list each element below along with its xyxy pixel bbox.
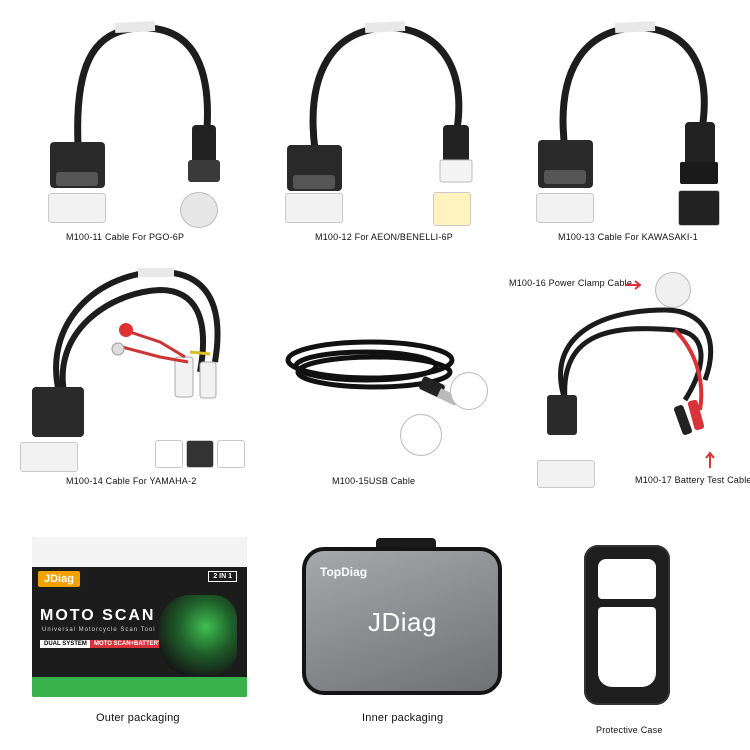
usb-a-thumb xyxy=(400,414,442,456)
mini-usb-thumb xyxy=(450,372,488,410)
cable-label: M100-15USB Cable xyxy=(332,476,416,486)
protective-case: Protective Case xyxy=(560,525,700,740)
box-top-strip xyxy=(32,537,247,567)
box-motorcycle-image xyxy=(159,595,237,675)
outer-packaging: JDiag 2 IN 1 MOTO SCAN Universal Motorcy… xyxy=(22,525,257,735)
packaging-label: Protective Case xyxy=(596,725,663,735)
cable-m100-12: M100-12 For AEON/BENELLI-6P xyxy=(265,10,485,245)
db15-connector-thumb xyxy=(537,460,595,488)
usb-cable-image xyxy=(285,339,460,406)
yamaha-connector-thumb-1 xyxy=(155,440,183,468)
bag-brand-top: TopDiag xyxy=(320,565,368,579)
outer-box: JDiag 2 IN 1 MOTO SCAN Universal Motorcy… xyxy=(32,537,247,697)
cable-m100-14: M100-14 Cable For YAMAHA-2 xyxy=(10,262,260,497)
cable-label: M100-14 Cable For YAMAHA-2 xyxy=(66,476,197,486)
bag-brand-main: JDiag xyxy=(368,607,437,637)
case-window-top xyxy=(598,559,656,599)
cable-m100-16-17: M100-16 Power Clamp Cable M100-17 Batter… xyxy=(505,270,750,495)
packaging-label: Inner packaging xyxy=(362,712,444,724)
db15-connector-thumb xyxy=(20,442,78,472)
cable-label-m100-17: M100-17 Battery Test Cable xyxy=(635,475,750,485)
yamaha-connector-thumb-3 xyxy=(217,440,245,468)
red-arrow xyxy=(705,451,715,468)
box-badge: 2 IN 1 xyxy=(208,571,237,582)
cable-m100-12-image xyxy=(287,20,473,191)
battery-cable-image xyxy=(547,307,714,435)
box-title: MOTO SCAN xyxy=(40,607,156,624)
box-subtitle: Universal Motorcycle Scan Tool xyxy=(42,627,156,633)
box-brand: JDiag xyxy=(38,571,80,587)
cable-label-m100-16: M100-16 Power Clamp Cable xyxy=(509,278,633,288)
yamaha-connector-thumb-2 xyxy=(186,440,214,468)
cable-label: M100-13 Cable For KAWASAKI-1 xyxy=(558,232,698,242)
round-connector-thumb xyxy=(180,192,218,228)
inner-packaging: TopDiag JDiag Inner packaging xyxy=(290,525,510,735)
cable-m100-11: M100-11 Cable For PGO-6P xyxy=(20,10,240,245)
box-dual-system: DUAL SYSTEM xyxy=(40,640,91,648)
case-window-bottom xyxy=(598,607,656,687)
packaging-label: Outer packaging xyxy=(96,712,180,724)
cable-m100-13-image xyxy=(538,20,718,188)
box-feature: MOTO SCAN+BATTERY TESTER xyxy=(90,640,191,648)
box-green-band xyxy=(32,677,247,697)
case-shape xyxy=(584,545,670,705)
cable-m100-15: M100-15USB Cable xyxy=(270,300,490,500)
cable-label: M100-11 Cable For PGO-6P xyxy=(66,232,185,242)
red-arrow xyxy=(625,280,642,290)
cable-m100-11-image xyxy=(50,20,220,188)
cable-m100-14-image xyxy=(32,268,221,437)
cable-label: M100-12 For AEON/BENELLI-6P xyxy=(315,232,453,242)
cable-m100-13: M100-13 Cable For KAWASAKI-1 xyxy=(510,10,740,245)
db15-connector-thumb xyxy=(285,193,343,223)
kawasaki-connector-thumb xyxy=(678,190,720,226)
power-clamp-plug-thumb xyxy=(655,272,691,308)
6p-connector-thumb xyxy=(433,192,471,226)
inner-bag: TopDiag JDiag xyxy=(302,547,502,695)
db15-connector-thumb xyxy=(48,193,106,223)
db15-connector-thumb xyxy=(536,193,594,223)
